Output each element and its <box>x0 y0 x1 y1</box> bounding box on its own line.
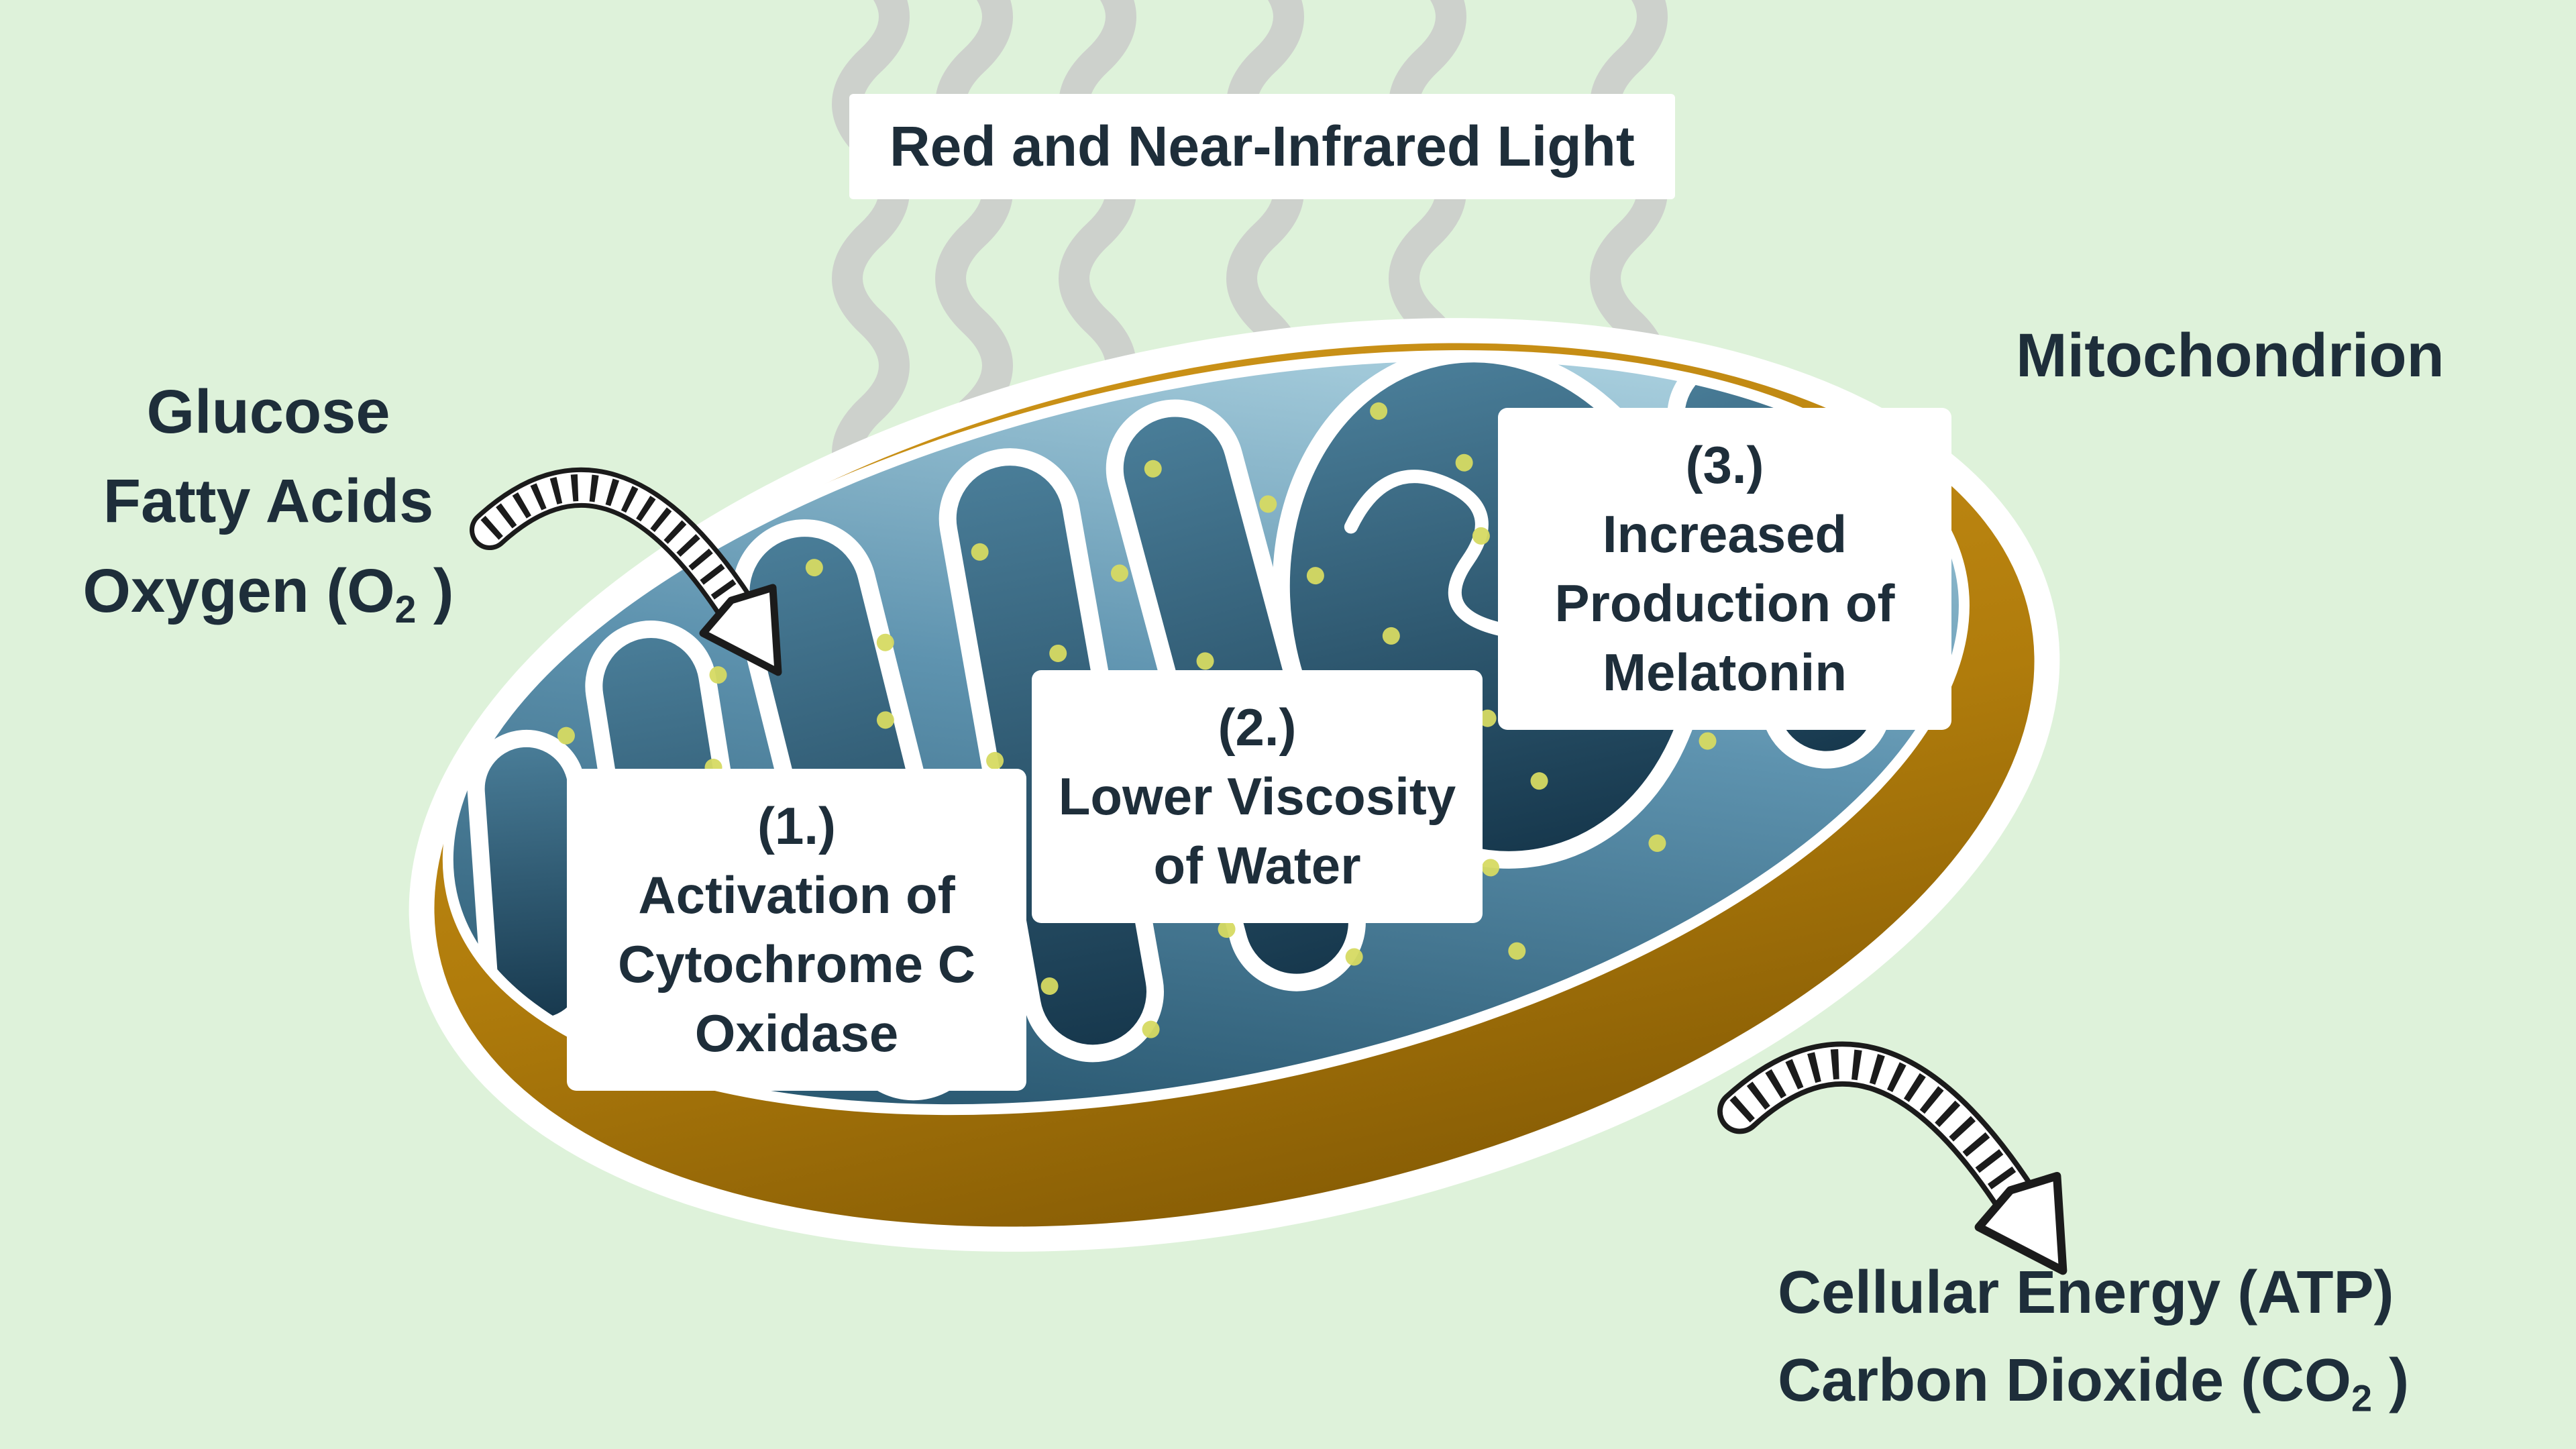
granule-dot <box>709 666 727 684</box>
step-2-line: of Water <box>1153 835 1361 895</box>
granule-dot <box>876 633 894 651</box>
title-banner: Red and Near-Infrared Light <box>849 94 1675 199</box>
step-3-line: Increased <box>1602 504 1847 564</box>
granule-dot <box>1699 732 1717 750</box>
granule-dot <box>1196 652 1214 670</box>
step-1-line: Cytochrome C <box>617 934 976 994</box>
step-2-number: (2.) <box>1218 698 1297 757</box>
granule-dot <box>1382 627 1400 645</box>
inputs-label: Glucose Fatty Acids Oxygen (O2 ) <box>27 368 510 637</box>
granule-dot <box>971 543 989 561</box>
step-1-number: (1.) <box>757 796 836 855</box>
granule-dot <box>1049 644 1067 662</box>
co2-subscript: 2 <box>2351 1377 2373 1419</box>
granule-dot <box>986 751 1004 769</box>
step-3-line: Production of <box>1554 573 1895 633</box>
step-1-line: Activation of <box>638 865 955 924</box>
title-text: Red and Near-Infrared Light <box>890 115 1635 178</box>
granule-dot <box>1218 920 1236 938</box>
granule-dot <box>876 711 894 729</box>
granule-dot <box>1648 834 1666 852</box>
granule-dot <box>1110 564 1128 582</box>
granule-dot <box>1142 1020 1160 1038</box>
step-box-2: (2.) Lower Viscosity of Water <box>1032 670 1483 923</box>
granule-dot <box>1472 527 1490 545</box>
output-atp: Cellular Energy (ATP) <box>1778 1259 2394 1326</box>
granule-dot <box>1481 859 1499 877</box>
granule-dot <box>557 727 575 745</box>
step-1-line: Oxidase <box>694 1003 899 1063</box>
granule-dot <box>1040 977 1059 996</box>
granule-dot <box>1345 948 1363 966</box>
step-2-line: Lower Viscosity <box>1058 766 1456 826</box>
organelle-label: Mitochondrion <box>2016 321 2445 390</box>
granule-dot <box>1259 495 1277 513</box>
granule-dot <box>1508 942 1526 960</box>
inner-membrane-outline <box>442 350 1970 1116</box>
granule-dot <box>1530 772 1548 790</box>
output-co2: Carbon Dioxide (CO2 ) <box>1778 1346 2410 1419</box>
outputs-label: Cellular Energy (ATP) Carbon Dioxide (CO… <box>1778 1249 2556 1426</box>
step-box-1: (1.) Activation of Cytochrome C Oxidase <box>567 769 1026 1091</box>
granule-dot <box>1306 567 1324 585</box>
oxygen-subscript: 2 <box>394 588 417 631</box>
granule-dot <box>805 559 823 577</box>
step-3-line: Melatonin <box>1603 642 1847 702</box>
granule-dot <box>1370 402 1388 420</box>
step-box-3: (3.) Increased Production of Melatonin <box>1498 408 1951 730</box>
granule-dot <box>1455 453 1473 472</box>
input-glucose: Glucose <box>146 378 390 446</box>
granule-dot <box>1144 460 1162 478</box>
output-arrow-icon <box>1740 1064 2063 1271</box>
step-3-number: (3.) <box>1685 435 1764 494</box>
input-oxygen: Oxygen (O2 ) <box>83 556 454 631</box>
granule-dot <box>1479 709 1497 727</box>
input-fatty-acids: Fatty Acids <box>103 467 434 536</box>
